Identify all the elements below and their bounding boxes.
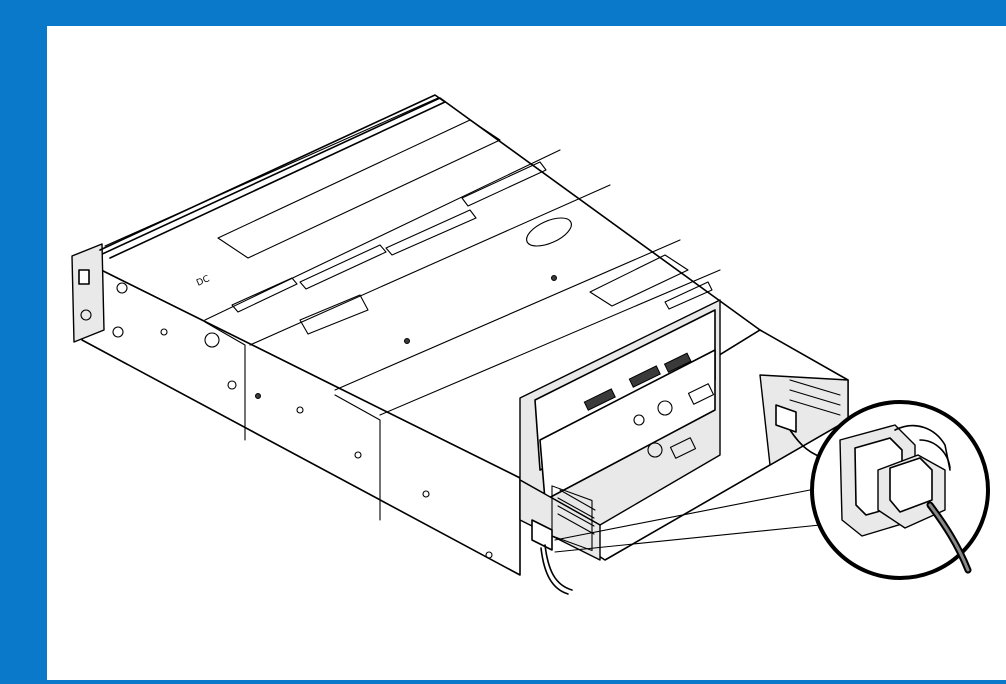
psu-left-fan-grille	[557, 489, 596, 535]
controller-ports	[583, 352, 715, 459]
top-vent-slot-1	[217, 119, 501, 259]
panel-label: DC	[195, 274, 211, 289]
frame-bar-bottom	[0, 680, 1006, 684]
frame-bar-top	[0, 0, 1006, 26]
power-cable-left	[544, 544, 573, 591]
psu-right-fan-grille	[789, 379, 841, 416]
power-supply-left	[519, 479, 601, 561]
chassis-front-ear	[71, 243, 105, 343]
top-vent-slot-2	[231, 277, 298, 313]
server-illustration: DC	[71, 94, 990, 595]
callout-leader-bottom	[554, 524, 821, 553]
psu-right-power-inlet	[775, 404, 797, 433]
psu-left-power-inlet	[531, 519, 553, 551]
power-connector-callout	[810, 400, 990, 580]
frame-bar-left	[0, 0, 47, 684]
server-chassis: DC	[71, 94, 849, 576]
cable-retention-clip	[894, 424, 951, 471]
callout-leader-top	[554, 489, 811, 541]
front-ear-screw	[80, 309, 92, 321]
front-ear-latch	[78, 269, 90, 285]
controller-module-2	[539, 349, 716, 501]
chassis-rail	[99, 94, 446, 259]
